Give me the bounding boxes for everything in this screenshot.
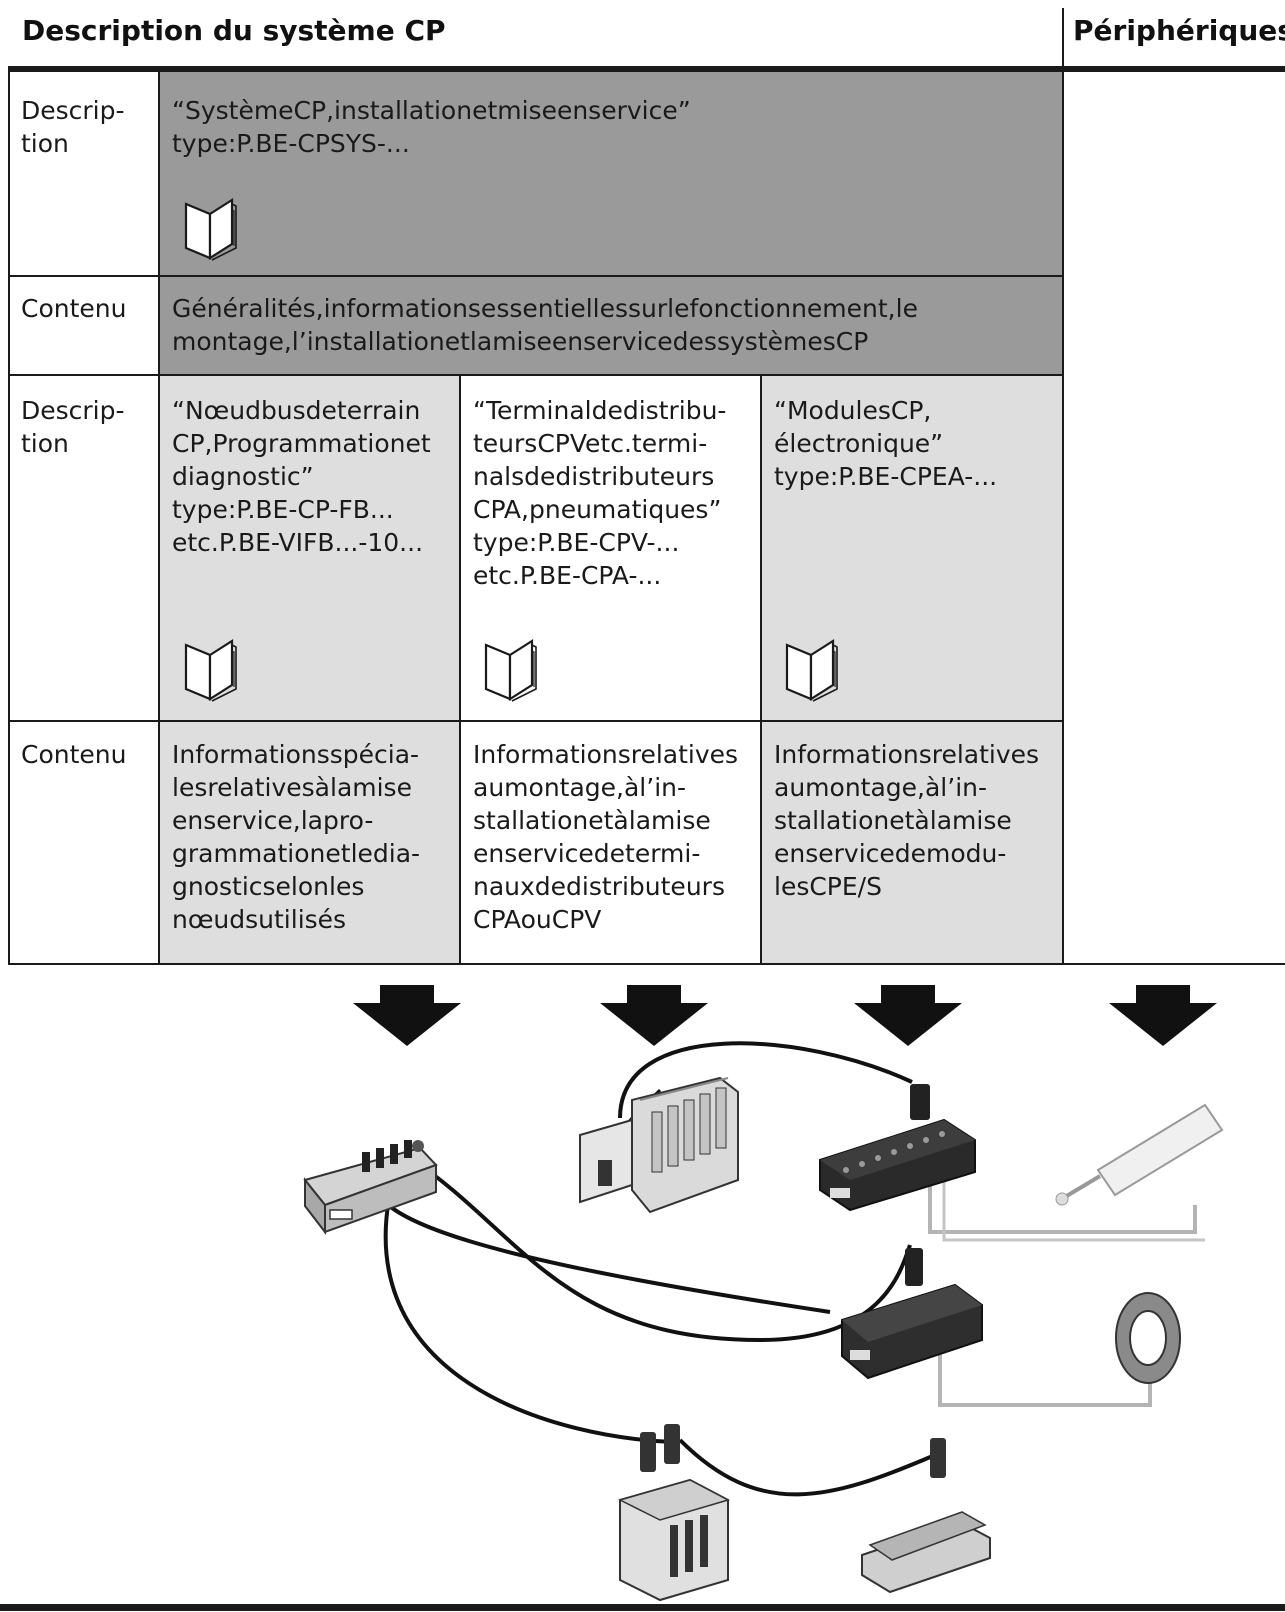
row2-rule [8, 374, 1063, 376]
section-title: Description du système CP [22, 14, 446, 47]
arrow-down-icon [854, 985, 962, 1046]
row1-rule [8, 275, 1063, 277]
valve-terminal-compact [861, 1438, 991, 1594]
booklet-icon [184, 197, 237, 261]
row1-description: “SystèmeCP,installationetmiseenservice”t… [172, 96, 691, 158]
fieldbus-node [303, 1140, 438, 1235]
page-bottom-rule [0, 1604, 1285, 1611]
table-bottom-rule [8, 963, 1285, 965]
booklet-icon [484, 638, 537, 702]
peripherals-title: Périphériques [1073, 14, 1285, 47]
valve-terminal-small [617, 1424, 730, 1602]
booklet-icon [785, 638, 838, 702]
row4-col1-shade [159, 721, 460, 964]
valve-terminal [579, 1076, 739, 1214]
column-rule-2 [760, 375, 762, 964]
column-rule-1 [459, 375, 461, 964]
row3-rule [8, 720, 1063, 722]
row4-col3-shade [761, 721, 1063, 964]
arrow-down-icon [353, 985, 461, 1046]
arrow-down-icon [1109, 985, 1217, 1046]
pneumatic-cylinder [1055, 1103, 1224, 1206]
booklet-icon [184, 638, 237, 702]
io-module [841, 1248, 983, 1380]
encoder-wheel [1115, 1292, 1181, 1384]
label-column-rule [158, 72, 160, 964]
row2-shade [159, 276, 1063, 375]
row3-col2-description: “Terminaldedistribu-teursCPVetc.termi-na… [473, 396, 727, 590]
header-divider [1062, 8, 1064, 66]
peripherals-column-rule [1062, 72, 1064, 964]
row2-content: Généralités,informationsessentiellessurl… [172, 294, 918, 356]
row1-shade [159, 72, 1063, 276]
left-border [8, 72, 10, 964]
row3-col3-description: “ModulesCP,électronique”type:P.BE-CPEA-.… [774, 396, 998, 491]
header-rule [8, 66, 1285, 72]
row2-label: Contenu [21, 294, 127, 323]
row1-label: Descrip-tion [21, 96, 125, 158]
io-module [819, 1084, 976, 1212]
row4-label: Contenu [21, 740, 127, 769]
arrow-down-icon [600, 985, 708, 1046]
row3-label: Descrip-tion [21, 396, 125, 458]
